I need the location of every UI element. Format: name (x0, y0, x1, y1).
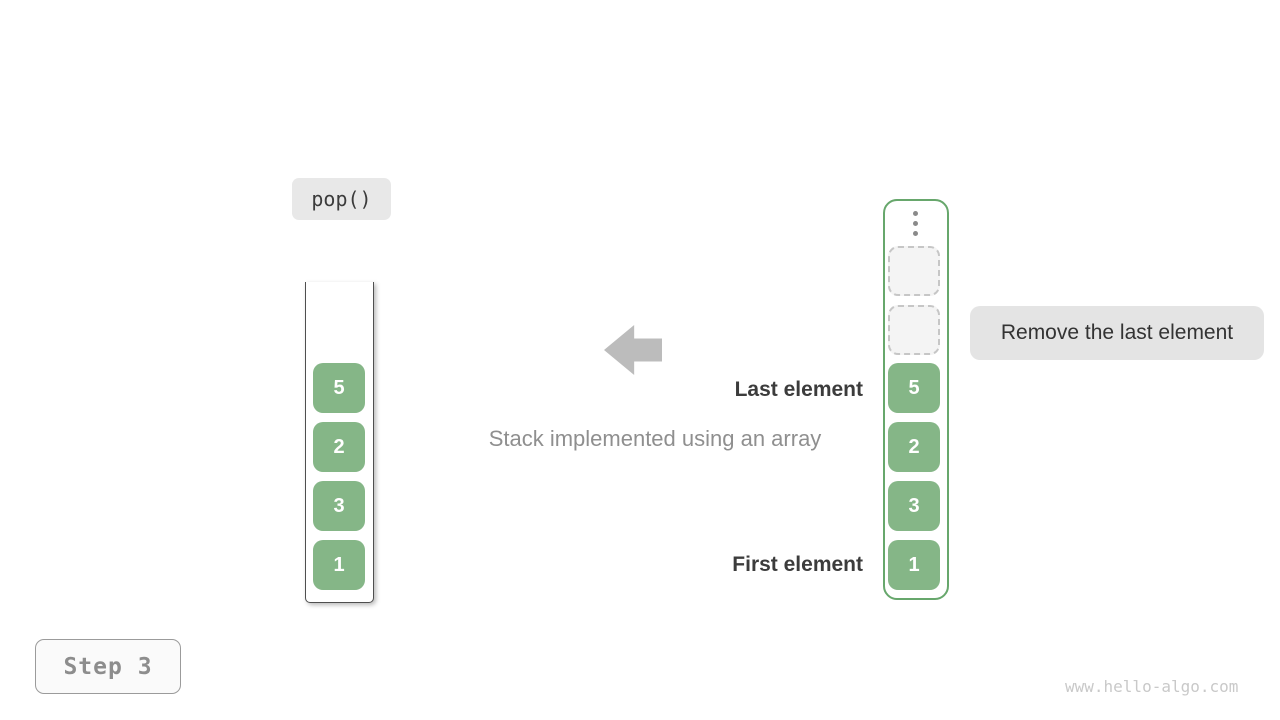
vertical-ellipsis-icon (912, 211, 918, 236)
stack-cell: 5 (313, 363, 365, 413)
empty-array-slot (888, 246, 940, 296)
stack-cell: 3 (313, 481, 365, 531)
stack-cell: 1 (313, 540, 365, 590)
first-element-label: First element (732, 553, 863, 576)
empty-array-slot (888, 305, 940, 355)
dot (912, 211, 918, 216)
annotation-label: Remove the last element (970, 306, 1264, 360)
dot (912, 231, 918, 236)
step-badge-text: Step 3 (63, 653, 153, 680)
annotation-label-text: Remove the last element (1000, 321, 1234, 344)
operation-label: pop() (292, 178, 391, 220)
dot (912, 221, 918, 226)
array-cell: 2 (888, 422, 940, 472)
caption-text: Stack implemented using an array (488, 426, 822, 451)
stack-cell: 2 (313, 422, 365, 472)
array-cell: 5 (888, 363, 940, 413)
operation-label-text: pop() (311, 187, 372, 211)
watermark-text: www.hello-algo.com (1065, 677, 1239, 696)
step-badge: Step 3 (35, 639, 181, 694)
last-element-label: Last element (734, 378, 863, 401)
array-cell: 3 (888, 481, 940, 531)
array-cell: 1 (888, 540, 940, 590)
arrow-left-icon (604, 325, 662, 375)
